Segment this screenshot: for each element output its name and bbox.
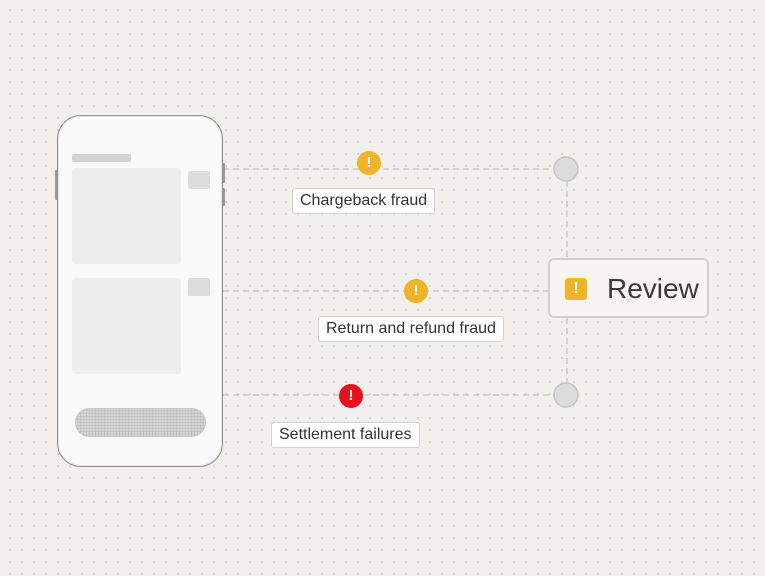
warning-square-icon: ! (565, 278, 587, 300)
phone-title-placeholder (72, 154, 131, 162)
review-label: Review (607, 273, 699, 304)
phone-card-1 (72, 168, 181, 264)
phone-side-button-left (55, 170, 58, 200)
phone-mockup (57, 115, 223, 467)
risk-label-chargeback: Chargeback fraud (292, 188, 436, 214)
phone-button-placeholder (75, 408, 206, 437)
phone-thumb-1 (188, 171, 210, 189)
junction-node-bottom (553, 382, 579, 408)
phone-side-button-lower (222, 188, 225, 206)
risk-label-refund: Return and refund fraud (318, 316, 504, 342)
risk-label-settlement: Settlement failures (271, 422, 420, 448)
warning-icon: ! (357, 151, 381, 175)
error-icon: ! (339, 384, 363, 408)
junction-node-top (553, 156, 579, 182)
phone-thumb-2 (188, 278, 210, 296)
warning-icon: ! (404, 279, 428, 303)
phone-side-button-upper (222, 163, 225, 183)
review-node: ! Review (548, 258, 709, 318)
phone-card-2 (72, 278, 181, 374)
